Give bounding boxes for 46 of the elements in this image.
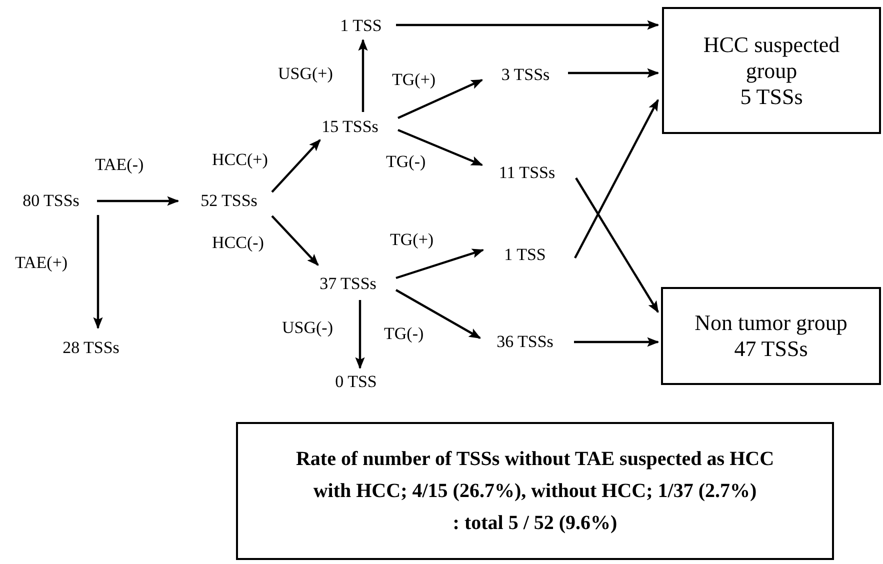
arrow [398,128,484,166]
arrow [396,248,484,280]
arrow [568,68,660,78]
edge-label: HCC(-) [212,233,264,253]
arrow [398,79,484,119]
arrow [396,20,660,30]
arrow [355,300,365,370]
edge-label: HCC(+) [212,150,268,170]
count-label: 15 TSSs [322,116,378,138]
arrow [97,196,180,206]
arrow [271,215,319,266]
arrow [574,98,659,259]
box-text: Non tumor group [694,310,848,336]
count-label: 0 TSS [335,371,377,393]
edge-label: TG(-) [386,152,426,172]
edge-label: TG(+) [390,230,434,250]
count-label: 11 TSSs [498,162,556,184]
box-text: Rate of number of TSSs without TAE suspected as HCC [296,447,774,472]
box-text: 47 TSSs [734,336,808,362]
count-label: 28 TSSs [62,337,120,359]
box-text: with HCC; 4/15 (26.7%), without HCC; 1/37 (2.7%) [313,479,757,504]
arrow [575,177,659,314]
edge-label: TAE(+) [15,253,68,273]
edge-label: TG(+) [392,70,436,90]
box-text: : total 5 / 52 (9.6%) [452,511,618,536]
count-label: 1 TSS [504,244,546,266]
edge-label: TAE(-) [95,155,144,175]
arrow [358,38,368,112]
group-box [236,422,834,560]
arrow [574,337,660,347]
count-label: 37 TSSs [320,273,376,295]
box-text: HCC suspected group [702,32,841,84]
group-box [661,287,881,385]
arrow [271,139,321,193]
count-label: 1 TSS [340,15,382,37]
arrow [93,215,103,330]
count-label: 36 TSSs [496,331,554,353]
group-box [662,7,881,134]
edge-label: TG(-) [384,324,424,344]
count-label: 3 TSSs [501,64,550,86]
count-label: 52 TSSs [200,190,258,212]
edge-label: USG(+) [278,64,333,84]
edge-label: USG(-) [282,318,333,338]
box-text: 5 TSSs [740,84,803,110]
count-label: 80 TSSs [22,190,80,212]
arrow [395,289,482,339]
